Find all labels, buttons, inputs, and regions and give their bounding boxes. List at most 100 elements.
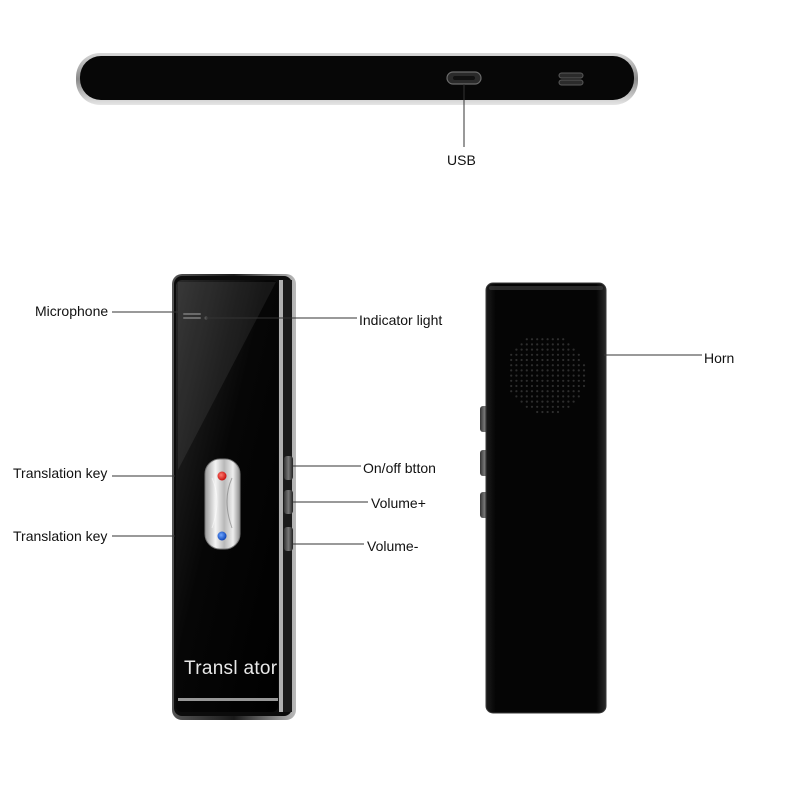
horn-hole	[551, 343, 554, 346]
horn-hole	[541, 374, 544, 377]
horn-hole	[572, 379, 575, 382]
horn-hole	[577, 369, 580, 372]
device-back-view	[480, 282, 607, 714]
horn-hole	[530, 384, 534, 388]
horn-hole	[562, 343, 565, 346]
horn-hole	[541, 369, 544, 372]
horn-hole	[572, 369, 575, 372]
horn-hole	[556, 358, 560, 362]
horn-hole	[546, 395, 549, 398]
horn-hole	[546, 410, 549, 414]
horn-hole	[556, 369, 560, 372]
horn-hole	[551, 384, 554, 388]
translation-key-red-dot	[217, 471, 227, 481]
horn-hole	[551, 353, 554, 356]
horn-hole	[567, 390, 570, 393]
horn-hole	[546, 338, 549, 341]
horn-hole	[572, 374, 575, 377]
horn-hole	[551, 358, 554, 362]
horn-hole	[520, 369, 523, 372]
translation-key-bottom-label: Translation key	[13, 528, 108, 544]
horn-hole	[530, 379, 534, 382]
horn-hole	[541, 410, 544, 414]
horn-hole	[541, 400, 544, 403]
horn-hole	[541, 343, 544, 346]
horn-hole	[567, 364, 570, 367]
horn-hole	[567, 348, 570, 351]
horn-hole	[520, 343, 523, 346]
microphone-grille	[183, 313, 201, 315]
horn-hole	[536, 390, 539, 393]
horn-hole	[520, 364, 523, 367]
horn-hole	[567, 379, 570, 382]
horn-hole	[551, 379, 554, 382]
horn-hole	[525, 405, 528, 408]
horn-hole	[510, 379, 513, 382]
horn-hole	[520, 374, 523, 377]
horn-hole	[546, 369, 549, 372]
horn-hole	[562, 348, 565, 351]
horn-hole	[546, 364, 549, 367]
horn-hole	[572, 384, 575, 388]
horn-hole	[551, 390, 554, 393]
edge-slot	[558, 72, 584, 79]
horn-hole	[525, 353, 528, 356]
horn-hole	[520, 384, 523, 388]
horn-hole	[546, 343, 549, 346]
device-front-view	[172, 274, 296, 720]
horn-hole	[577, 374, 580, 377]
horn-hole	[562, 405, 565, 408]
horn-hole	[520, 353, 523, 356]
horn-hole	[567, 358, 570, 362]
horn-hole	[577, 353, 580, 356]
horn-hole	[546, 390, 549, 393]
horn-hole	[562, 379, 565, 382]
horn-hole	[515, 358, 518, 362]
horn-hole	[562, 369, 565, 372]
horn-hole	[536, 338, 539, 341]
horn-hole	[556, 405, 560, 408]
usb-label: USB	[447, 152, 476, 168]
horn-hole	[510, 384, 513, 388]
horn-hole	[582, 374, 586, 377]
horn-hole	[577, 395, 580, 398]
horn-hole	[567, 353, 570, 356]
horn-hole	[551, 395, 554, 398]
horn-hole	[541, 384, 544, 388]
horn-hole	[530, 400, 534, 403]
volume-minus-label: Volume-	[367, 538, 419, 554]
horn-hole	[525, 348, 528, 351]
horn-hole	[536, 364, 539, 367]
indicator-light-label: Indicator light	[359, 312, 443, 328]
horn-hole	[562, 338, 565, 341]
horn-hole	[562, 390, 565, 393]
device-brand-text: Transl ator	[184, 658, 278, 679]
horn-hole	[546, 384, 549, 388]
horn-hole	[546, 358, 549, 362]
horn-hole	[562, 353, 565, 356]
horn-hole	[567, 405, 570, 408]
horn-hole	[572, 348, 575, 351]
horn-hole	[515, 353, 518, 356]
horn-hole	[525, 400, 528, 403]
horn-hole	[556, 390, 560, 393]
horn-hole	[536, 400, 539, 403]
horn-hole	[525, 395, 528, 398]
horn-hole	[556, 343, 560, 346]
volume-plus-side-button	[284, 490, 293, 514]
horn-hole	[536, 348, 539, 351]
horn-hole	[520, 348, 523, 351]
horn-hole	[582, 384, 586, 388]
horn-hole	[541, 358, 544, 362]
horn-hole	[546, 405, 549, 408]
horn-hole	[541, 390, 544, 393]
volume-plus-label: Volume+	[371, 495, 426, 511]
horn-hole	[567, 384, 570, 388]
horn-hole	[525, 364, 528, 367]
horn-hole	[515, 379, 518, 382]
horn-hole	[556, 348, 560, 351]
horn-hole	[551, 348, 554, 351]
horn-hole	[541, 379, 544, 382]
horn-hole	[551, 410, 554, 414]
horn-hole	[541, 395, 544, 398]
